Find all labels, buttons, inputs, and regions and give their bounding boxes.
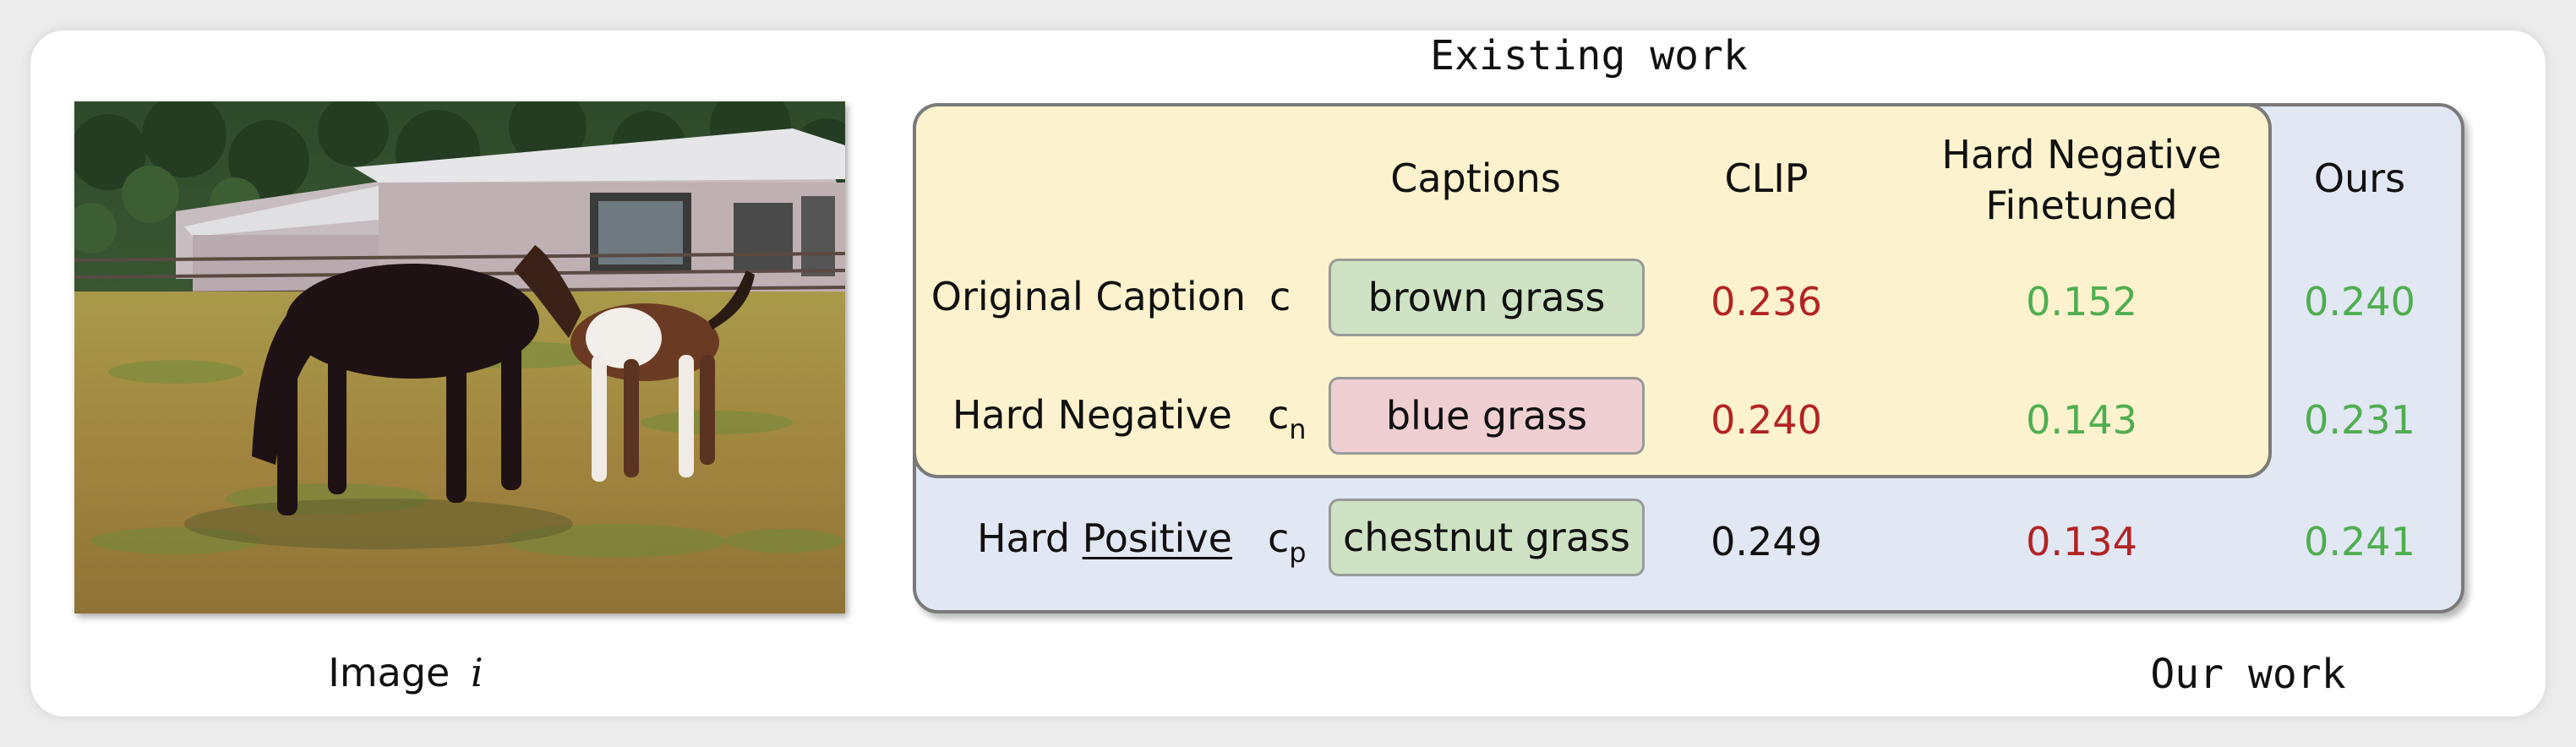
score-clip-hard-positive: 0.249 xyxy=(1711,519,1822,564)
symbol-cp: cp xyxy=(1268,519,1307,566)
image-label: Image i xyxy=(328,653,483,692)
existing-work-title: Existing work xyxy=(1430,32,1748,79)
our-work-title: Our work xyxy=(2150,651,2346,698)
caption-pill-hard-positive: chestnut grass xyxy=(1329,499,1645,576)
symbol-cn-subscript: n xyxy=(1289,413,1307,445)
score-ours-hard-positive: 0.241 xyxy=(2304,519,2415,564)
caption-pill-hard-negative: blue grass xyxy=(1329,377,1645,455)
image-variable: i xyxy=(470,650,483,695)
horse-photo xyxy=(74,101,845,613)
score-hnf-hard-positive: 0.134 xyxy=(2026,519,2137,564)
symbol-c: c xyxy=(1269,274,1291,319)
header-hnf-line1: Hard Negative xyxy=(1941,132,2222,177)
symbol-cp-subscript: p xyxy=(1289,537,1307,569)
score-clip-original: 0.236 xyxy=(1711,279,1822,324)
score-hnf-hard-negative: 0.143 xyxy=(2026,397,2137,443)
header-clip: CLIP xyxy=(1724,155,1809,201)
row-label-hard-text: Hard xyxy=(976,515,1083,561)
score-ours-original: 0.240 xyxy=(2304,279,2415,324)
score-hnf-original: 0.152 xyxy=(2026,279,2137,324)
header-ours: Ours xyxy=(2313,155,2406,201)
symbol-cp-base: c xyxy=(1268,515,1290,561)
score-ours-hard-negative: 0.231 xyxy=(2304,397,2415,443)
caption-pill-original: brown grass xyxy=(1329,259,1645,336)
row-label-hard-negative: Hard Negative xyxy=(952,392,1232,438)
header-captions: Captions xyxy=(1390,155,1561,201)
row-label-hard-positive: Hard Positive xyxy=(977,519,1232,558)
symbol-cn: cn xyxy=(1268,395,1307,443)
row-label-positive-underlined: Positive xyxy=(1082,515,1232,561)
score-clip-hard-negative: 0.240 xyxy=(1711,397,1822,443)
header-hnf-line2: Finetuned xyxy=(1985,183,2178,228)
image-label-text: Image xyxy=(328,650,450,695)
symbol-cn-base: c xyxy=(1268,392,1290,438)
row-label-original-caption: Original Caption xyxy=(931,274,1246,319)
